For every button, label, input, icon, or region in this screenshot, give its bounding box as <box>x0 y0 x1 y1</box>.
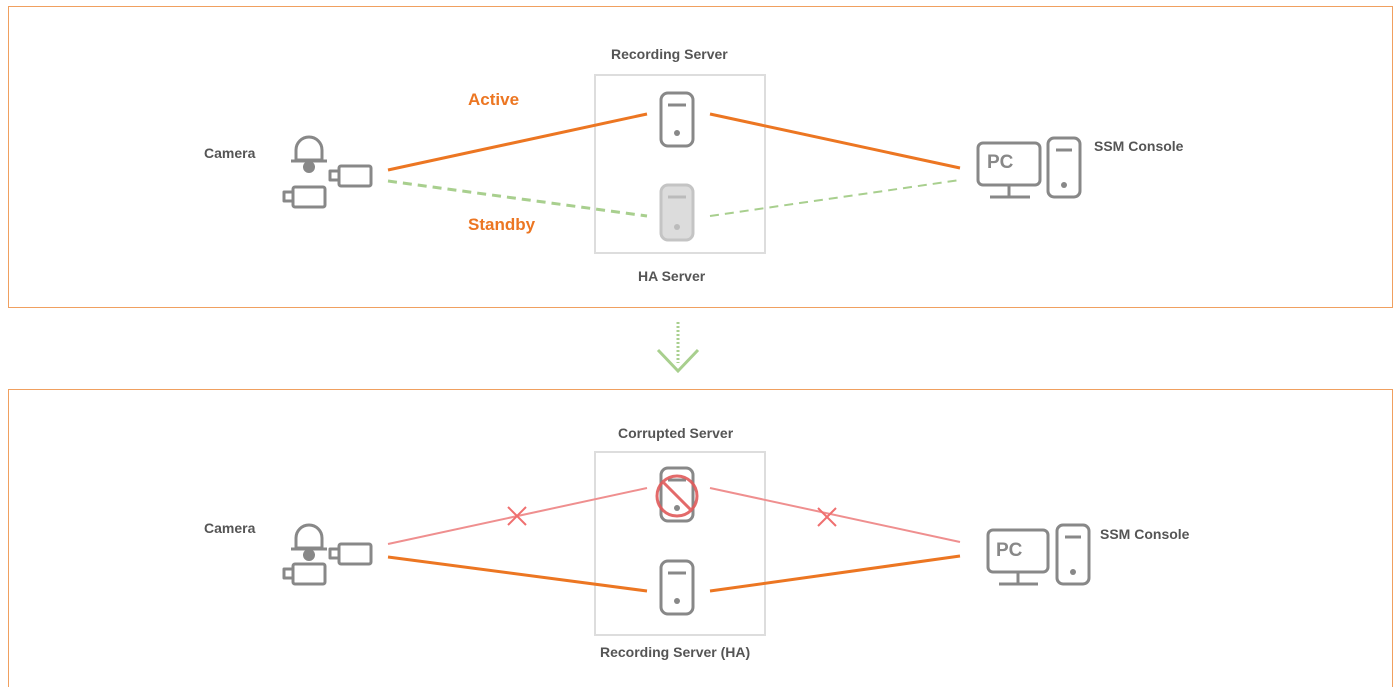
close-icon <box>507 506 527 526</box>
active-link-camera <box>387 112 648 172</box>
ha-server-icon <box>659 183 695 242</box>
server-group-box <box>594 451 766 636</box>
camera-icon <box>282 523 373 586</box>
ssm-console-label: SSM Console <box>1094 138 1184 154</box>
camera-label: Camera <box>204 520 256 536</box>
recording-server-ha-label: Recording Server (HA) <box>600 644 751 660</box>
camera-icon <box>282 135 373 209</box>
standby-link-console <box>709 179 961 217</box>
failover-state-panel <box>8 389 1393 687</box>
server-group-box <box>594 74 766 254</box>
active-label: Active <box>468 90 520 109</box>
pc-label: PC <box>987 152 1014 173</box>
normal-state-panel <box>8 6 1393 308</box>
ha-server-label: HA Server <box>638 268 706 284</box>
camera-label: Camera <box>204 145 256 161</box>
active-link-camera <box>387 555 648 593</box>
standby-link-camera <box>387 179 648 218</box>
close-icon <box>817 507 837 527</box>
recording-server-ha-icon <box>659 559 695 616</box>
ssm-console-label: SSM Console <box>1100 526 1190 542</box>
recording-server-label: Recording Server <box>611 46 728 62</box>
recording-server-icon <box>659 91 695 148</box>
pc-console-icon <box>986 523 1091 586</box>
active-link-console <box>709 112 961 170</box>
corrupted-server-label: Corrupted Server <box>618 425 734 441</box>
standby-label: Standby <box>468 215 536 234</box>
pc-label: PC <box>996 540 1023 561</box>
failed-link-console <box>709 487 961 543</box>
prohibited-icon <box>655 474 699 518</box>
corrupted-server-icon <box>659 466 695 523</box>
active-link-console <box>709 554 961 593</box>
pc-console-icon <box>976 136 1082 199</box>
chevron-down-icon <box>656 322 700 374</box>
